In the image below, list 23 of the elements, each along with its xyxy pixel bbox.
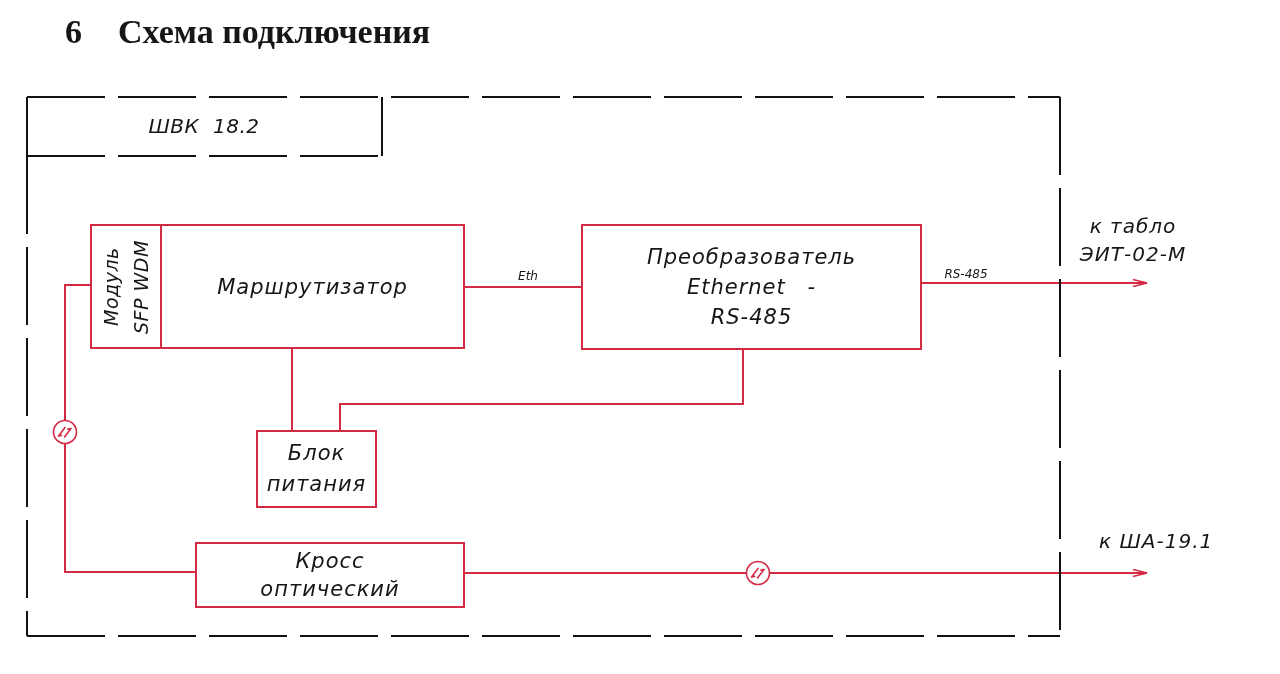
block-label: Блок питания (266, 440, 367, 498)
edge-label: RS-485 (942, 267, 990, 281)
enclosure-title: ШВК 18.2 (148, 113, 260, 139)
rotated-label: Модуль SFP WDM (99, 238, 153, 336)
dashed-enclosure (26, 96, 1061, 637)
section-number: 6 (65, 13, 82, 51)
connector-line (464, 568, 1148, 578)
block-label: Маршрутизатор (217, 273, 408, 301)
destination-label: к ША-19.1 (1099, 527, 1219, 573)
diagram-title: Схема подключения (118, 13, 431, 51)
block-label: Преобразователь Ethernet - RS-485 (646, 244, 857, 331)
connector-line (464, 286, 582, 288)
block-label: Кросс оптический (260, 548, 400, 603)
connector-line (291, 348, 293, 431)
block-box (256, 430, 377, 508)
connector-line (64, 284, 196, 573)
connector-line (921, 278, 1148, 288)
block-box (195, 542, 465, 608)
block-box (90, 224, 465, 349)
edge-label: Eth (516, 269, 540, 283)
destination-label: к табло ЭИТ-02-М (1073, 212, 1193, 283)
block-box (581, 224, 922, 350)
connector-line (339, 349, 744, 431)
